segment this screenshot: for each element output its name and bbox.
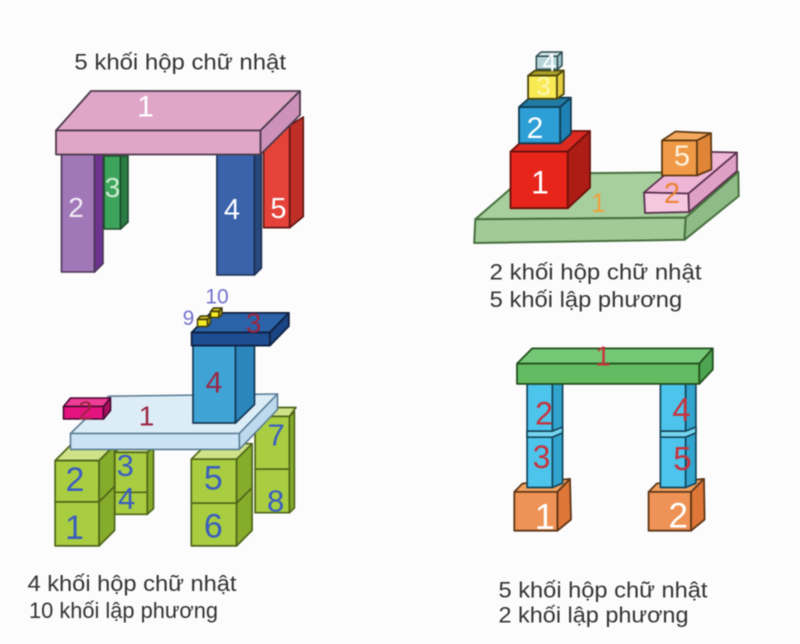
svg-text:10 khối lập phương: 10 khối lập phương — [29, 598, 218, 623]
svg-text:5 khối hộp chữ nhật: 5 khối hộp chữ nhật — [74, 49, 286, 74]
svg-text:5: 5 — [674, 141, 690, 173]
svg-text:4 khối hộp chữ nhật: 4 khối hộp chữ nhật — [28, 571, 237, 596]
svg-text:1: 1 — [591, 188, 606, 218]
svg-text:2: 2 — [68, 192, 84, 223]
svg-text:5: 5 — [673, 440, 691, 477]
svg-text:7: 7 — [268, 417, 285, 452]
svg-text:1: 1 — [595, 340, 611, 371]
svg-text:8: 8 — [267, 483, 284, 518]
svg-text:4: 4 — [224, 194, 240, 226]
svg-text:1: 1 — [531, 165, 549, 201]
svg-text:3: 3 — [533, 439, 551, 475]
svg-text:3: 3 — [105, 172, 121, 203]
svg-text:3: 3 — [117, 448, 134, 483]
svg-text:3: 3 — [536, 71, 550, 101]
svg-text:1: 1 — [139, 401, 155, 432]
svg-text:3: 3 — [246, 308, 262, 339]
svg-text:5 khối hộp chữ nhật: 5 khối hộp chữ nhật — [499, 578, 708, 603]
svg-text:2: 2 — [527, 112, 544, 145]
svg-text:4: 4 — [118, 481, 135, 516]
svg-text:9: 9 — [183, 307, 195, 330]
svg-text:2: 2 — [668, 496, 687, 535]
svg-text:6: 6 — [204, 508, 223, 546]
svg-text:4: 4 — [543, 49, 557, 77]
svg-text:5: 5 — [204, 460, 223, 498]
svg-text:1: 1 — [137, 91, 154, 124]
svg-text:10: 10 — [205, 286, 228, 309]
svg-text:5: 5 — [270, 193, 286, 225]
svg-text:2: 2 — [535, 395, 553, 431]
svg-text:4: 4 — [672, 391, 690, 428]
svg-text:2 khối hộp chữ nhật: 2 khối hộp chữ nhật — [490, 260, 702, 285]
svg-text:2: 2 — [664, 178, 680, 210]
svg-text:1: 1 — [535, 496, 555, 537]
svg-text:2: 2 — [78, 396, 92, 426]
svg-text:2 khối lập phương: 2 khối lập phương — [499, 603, 689, 628]
svg-text:2: 2 — [66, 461, 85, 499]
svg-text:1: 1 — [65, 509, 84, 547]
svg-text:5 khối lập phương: 5 khối lập phương — [490, 287, 683, 312]
svg-text:4: 4 — [206, 367, 223, 400]
